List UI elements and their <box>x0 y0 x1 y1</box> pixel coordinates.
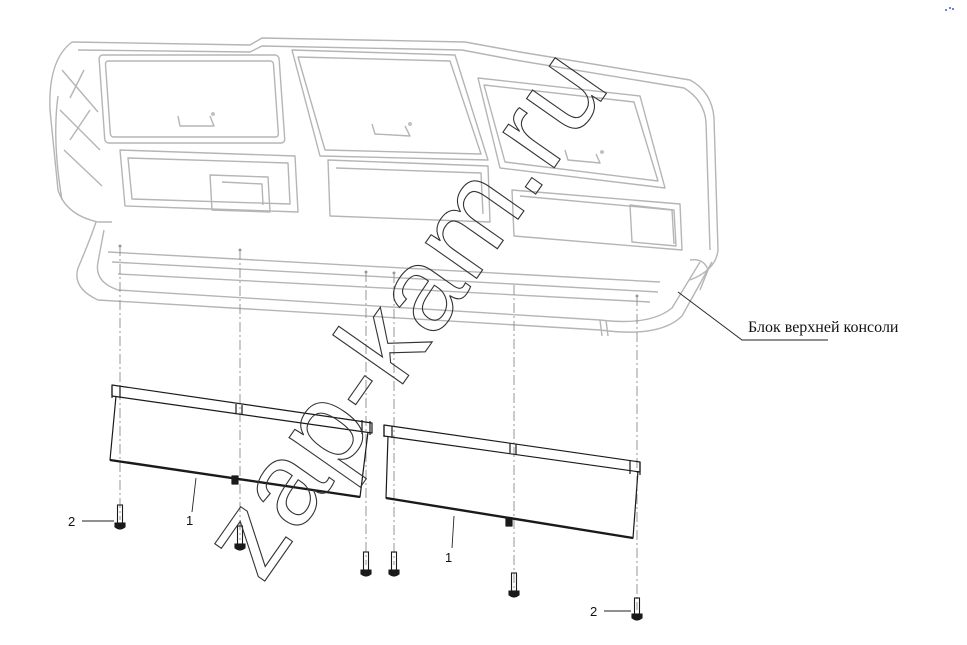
sun-blind-right <box>383 424 641 540</box>
screw <box>388 551 400 577</box>
screw <box>234 525 246 551</box>
mounting-hole-marks <box>118 244 639 298</box>
part-1-right-label: 1 <box>445 550 452 565</box>
screw-set <box>114 504 643 621</box>
leader-console <box>677 291 828 341</box>
part-2-left-label: 2 <box>68 514 75 529</box>
part-1-left-label: 1 <box>186 513 193 528</box>
leader-part-1-left <box>191 477 197 513</box>
assembly-center-lines <box>119 246 638 610</box>
screw <box>508 572 520 598</box>
part-2-right-label: 2 <box>590 604 597 619</box>
leader-part-1-right <box>451 515 455 549</box>
corner-mark-icon <box>945 7 954 11</box>
screw <box>360 551 372 577</box>
watermark-text: zap-kam.ru <box>175 24 633 600</box>
leader-lines <box>82 291 828 612</box>
sun-blind-left <box>109 384 373 499</box>
screw-left <box>114 504 126 530</box>
upper-console-unit <box>49 37 719 337</box>
screw-right <box>631 597 643 621</box>
console-caption: Блок верхней консоли <box>748 319 899 336</box>
